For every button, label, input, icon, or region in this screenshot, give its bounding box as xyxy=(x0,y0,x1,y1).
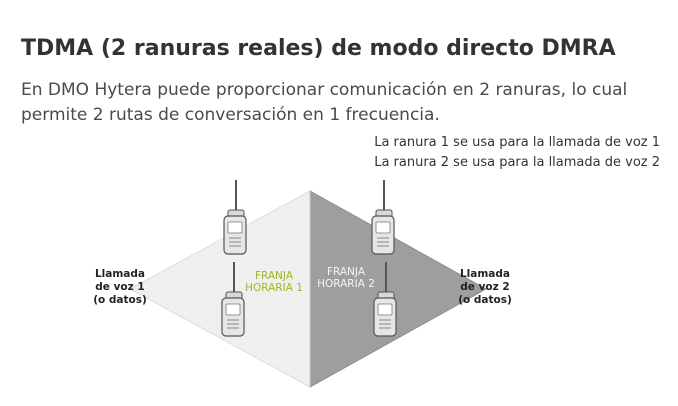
radio-icon-top-left xyxy=(223,180,247,255)
page-subtitle: En DMO Hytera puede proporcionar comunic… xyxy=(21,80,628,125)
endpoint-voice-call-1: Llamada de voz 1 (o datos) xyxy=(90,268,150,307)
endpoint-1-line3: (o datos) xyxy=(93,294,147,306)
endpoint-2-line2: de voz 2 xyxy=(460,281,510,293)
radio-icon-bottom-left xyxy=(221,262,245,337)
legend-slot-2: La ranura 2 se usa para la llamada de vo… xyxy=(374,155,660,170)
endpoint-1-line2: de voz 1 xyxy=(95,281,145,293)
radio-icon-top-right xyxy=(371,180,395,255)
endpoint-2-line1: Llamada xyxy=(459,268,510,280)
radio-icon-bottom-right xyxy=(373,262,397,337)
endpoint-voice-call-2: Llamada de voz 2 (o datos) xyxy=(452,268,518,307)
page-title: TDMA (2 ranuras reales) de modo directo … xyxy=(21,36,616,61)
slot-1-line1: FRANJA xyxy=(254,270,294,282)
endpoint-2-line3: (o datos) xyxy=(458,294,512,306)
slot-2-label: FRANJA HORARIA 2 xyxy=(310,266,382,290)
slot-2-line2: HORARIA 2 xyxy=(317,278,375,290)
slot-1-label: FRANJA HORARIA 1 xyxy=(238,270,310,294)
legend-slot-1: La ranura 1 se usa para la llamada de vo… xyxy=(374,135,660,150)
slot-2-line1: FRANJA xyxy=(326,266,366,278)
slot-1-line2: HORARIA 1 xyxy=(245,282,303,294)
endpoint-1-line1: Llamada xyxy=(94,268,145,280)
